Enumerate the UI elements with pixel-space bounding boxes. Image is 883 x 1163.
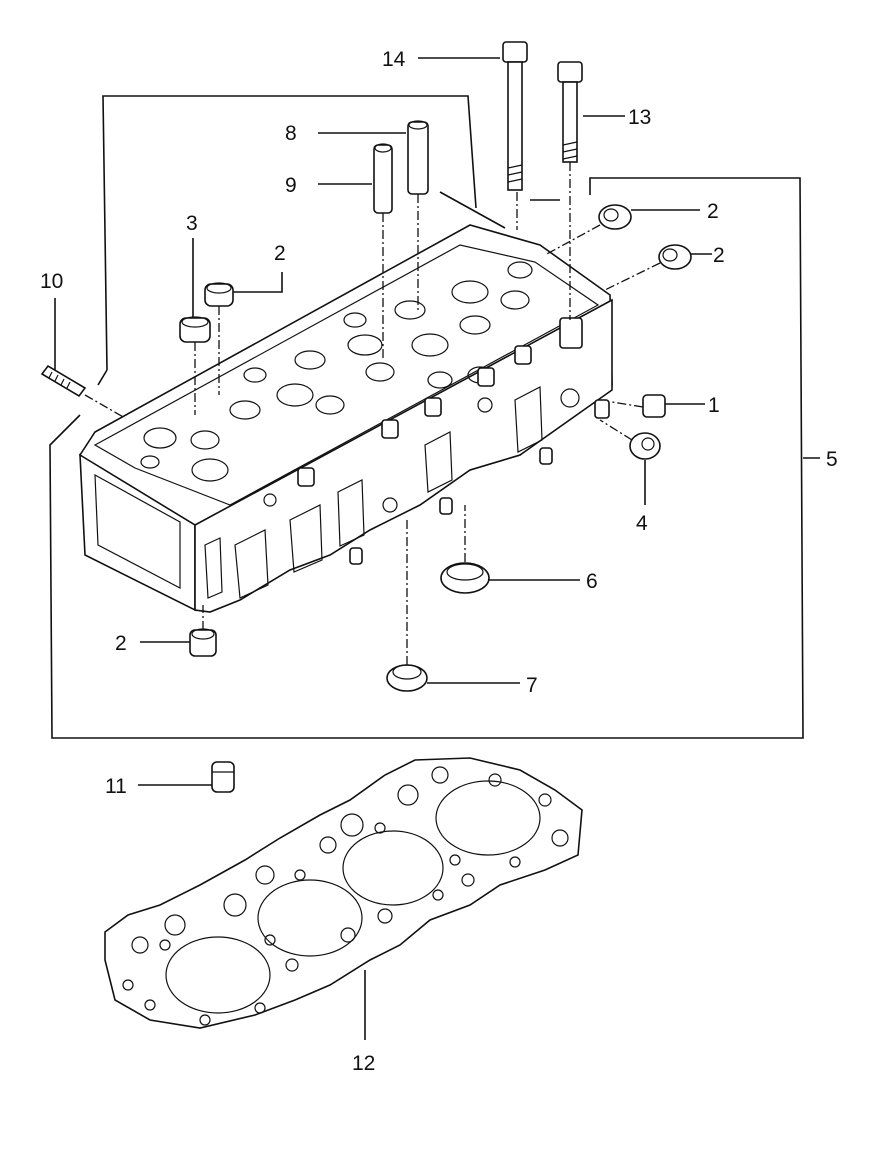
callout-10: 10: [40, 270, 63, 293]
callout-2-c: 2: [713, 244, 725, 267]
seal-2-b: [598, 204, 632, 230]
gasket-holes: [122, 766, 569, 1026]
seal-2-d: [189, 628, 217, 657]
center-lines: [84, 162, 661, 665]
sleeve-9: [373, 143, 393, 214]
callout-11: 11: [105, 775, 127, 798]
callout-4: 4: [636, 512, 648, 535]
callout-2-b: 2: [707, 200, 719, 223]
head-gasket: [104, 757, 583, 1029]
bolt-13: [557, 61, 583, 163]
ring-4: [629, 432, 661, 460]
bolt-14: [502, 41, 528, 191]
callout-8: 8: [285, 122, 297, 145]
callout-13: 13: [628, 106, 651, 129]
head-bolt-bosses: [263, 317, 610, 565]
dowel-11: [211, 761, 235, 793]
callout-3: 3: [186, 212, 198, 235]
seal-7: [386, 664, 428, 692]
stud-10: [40, 364, 87, 398]
callout-2-a: 2: [274, 242, 286, 265]
plug-1: [642, 394, 666, 418]
seal-2-c: [658, 244, 692, 270]
cylinder-head: [78, 224, 613, 613]
sleeve-8: [407, 120, 429, 195]
seal-2-a: [204, 282, 234, 307]
callout-2-d: 2: [115, 632, 127, 655]
callout-9: 9: [285, 174, 297, 197]
seal-3: [179, 316, 211, 343]
callout-12: 12: [352, 1052, 375, 1075]
leader-lines: [54, 57, 820, 1040]
seal-6: [440, 562, 490, 594]
callout-6: 6: [586, 570, 598, 593]
callout-5: 5: [826, 448, 838, 471]
callout-1: 1: [708, 394, 720, 417]
callout-14: 14: [382, 48, 406, 71]
callout-7: 7: [526, 674, 538, 697]
assembly-bracket: [49, 95, 804, 739]
callout-labels: 14 13 8 9 10 3 2 2 2 1 4 5 6 2 7 11 12: [40, 48, 838, 1075]
